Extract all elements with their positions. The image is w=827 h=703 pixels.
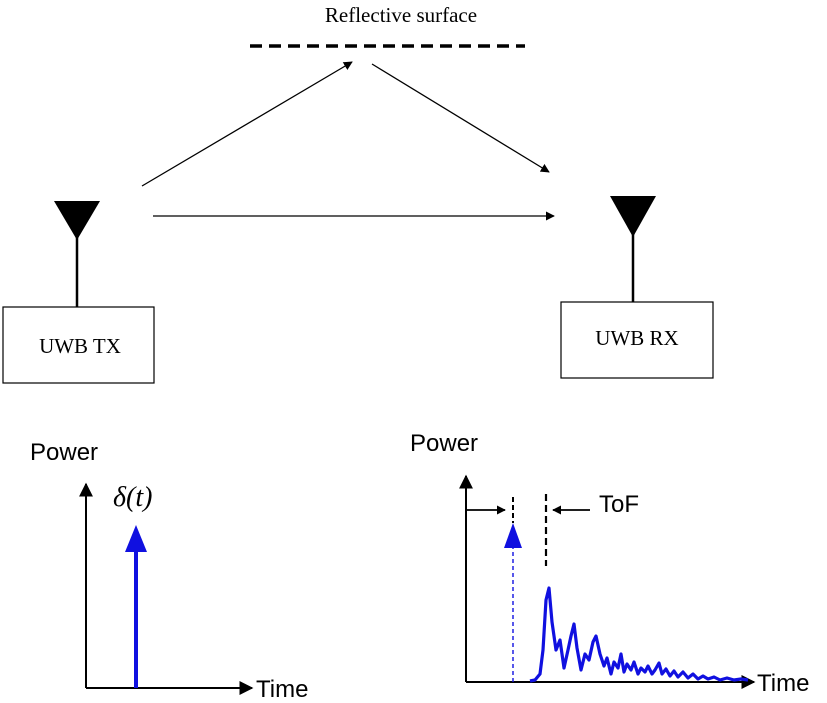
- incident-path-arrow: [141, 61, 353, 187]
- tx-box: [2, 306, 155, 384]
- reflected-path-arrow: [371, 63, 550, 173]
- reference-impulse: [504, 523, 522, 682]
- rx-antenna-icon: [610, 196, 656, 302]
- received-power-profile: [529, 586, 749, 683]
- rx-label: UWB RX: [595, 326, 678, 350]
- tof-label: ToF: [599, 491, 639, 518]
- left-plot-xlabel: Time: [256, 676, 308, 703]
- tof-marker: [467, 494, 590, 566]
- reflective-surface-label: Reflective surface: [325, 3, 477, 27]
- tx-antenna-icon: [54, 201, 100, 312]
- impulse-label: δ(t): [113, 482, 152, 513]
- right-plot-xlabel: Time: [757, 670, 809, 697]
- left-plot-ylabel: Power: [30, 439, 98, 466]
- tx-label: UWB TX: [39, 334, 121, 358]
- right-plot-ylabel: Power: [410, 430, 478, 457]
- rx-box: [560, 301, 714, 379]
- transmitted-impulse: [125, 525, 147, 688]
